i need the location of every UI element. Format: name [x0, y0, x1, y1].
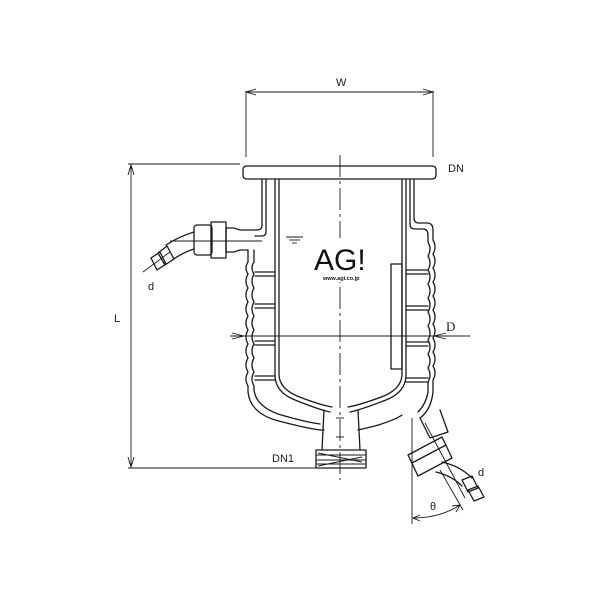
width-label: W — [336, 77, 347, 89]
flange-label: DN — [448, 163, 464, 175]
inner-vessel — [274, 178, 407, 413]
jacket-left — [245, 178, 321, 431]
width-dimension: W — [244, 77, 435, 157]
length-label: L — [114, 313, 120, 325]
hose-connector-top: d — [142, 221, 262, 293]
hose-bottom-label: d — [478, 467, 484, 479]
agi-logo: AG! www.agi.co.jp — [312, 238, 368, 282]
angle-label: θ — [430, 501, 436, 513]
logo-text: AG! — [314, 244, 366, 277]
baffle-plate — [390, 263, 403, 370]
logo-url: www.agi.co.jp — [322, 276, 360, 282]
length-dimension: L — [114, 163, 320, 469]
top-flange: DN — [242, 163, 464, 180]
outlet-label: DN1 — [272, 453, 294, 465]
diameter-label: D — [446, 319, 455, 334]
bottom-outlet: DN1 — [272, 409, 403, 469]
hose-connector-bottom: d — [407, 409, 485, 502]
hose-top-label: d — [148, 281, 154, 293]
jacket-right — [405, 178, 436, 419]
angle-dimension: θ — [411, 418, 464, 524]
